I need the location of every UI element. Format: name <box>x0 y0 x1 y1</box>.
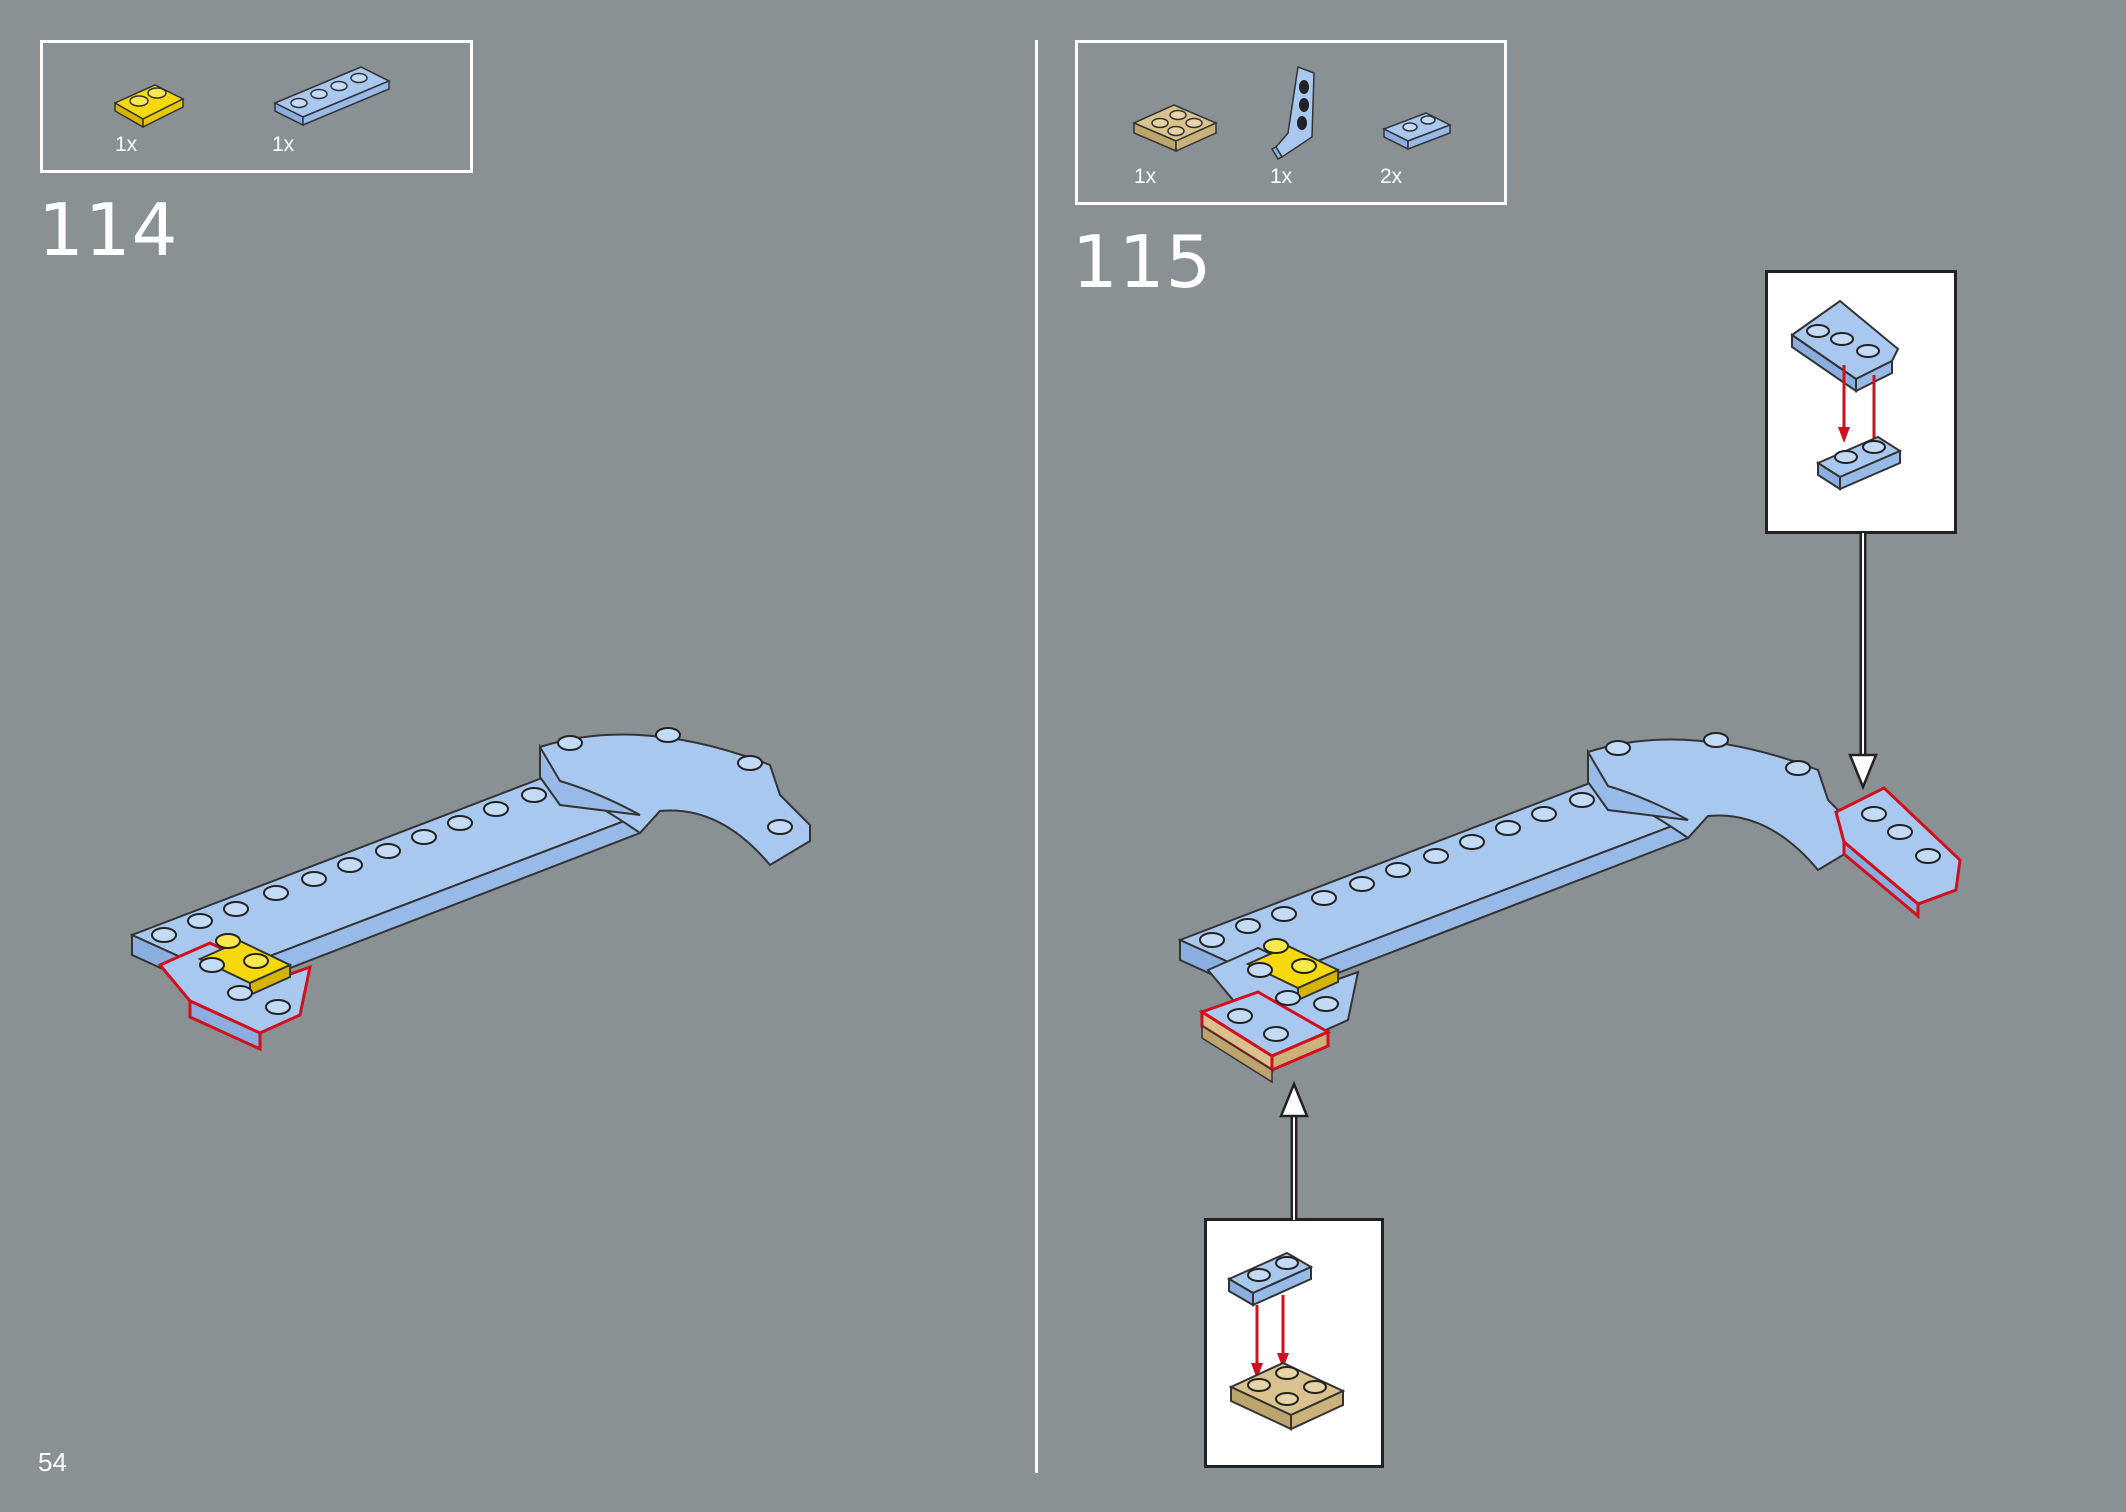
callout-plate-on-tan <box>1204 1218 1384 1468</box>
right-page: 1x 1x 2x 115 <box>1038 0 2126 1512</box>
part-qty: 1x <box>115 133 138 156</box>
subassembly-wedge-on-plate <box>1790 299 1903 491</box>
callout-wedge-assembly <box>1765 270 1957 534</box>
tan-plate-2x2-icon <box>1132 104 1218 153</box>
parts-list-step-114: 1x 1x <box>40 40 473 173</box>
parts-list-step-115: 1x 1x 2x <box>1075 40 1507 205</box>
light-blue-plate-1x4-icon <box>273 66 391 127</box>
placement-arrow-bottom <box>1279 1080 1309 1220</box>
part-qty: 1x <box>1270 165 1293 188</box>
assembly-model-step-115 <box>1177 732 1962 1084</box>
part-qty: 1x <box>272 133 295 156</box>
assembly-model-step-114 <box>129 727 811 1052</box>
part-qty: 1x <box>1134 165 1157 188</box>
light-blue-plate-1x2-icon <box>1382 112 1452 151</box>
step-number: 114 <box>38 188 179 272</box>
page-divider <box>1035 40 1038 1473</box>
page-number: 54 <box>38 1447 67 1477</box>
placement-arrow-top <box>1848 533 1878 791</box>
step-number: 115 <box>1072 220 1213 304</box>
yellow-plate-1x2-icon <box>113 84 185 129</box>
part-qty: 2x <box>1380 165 1403 188</box>
light-blue-wedge-plate-icon <box>1270 65 1315 160</box>
left-page: 1x 1x 114 <box>0 0 1036 1512</box>
subassembly-plate-on-tan <box>1226 1251 1346 1431</box>
